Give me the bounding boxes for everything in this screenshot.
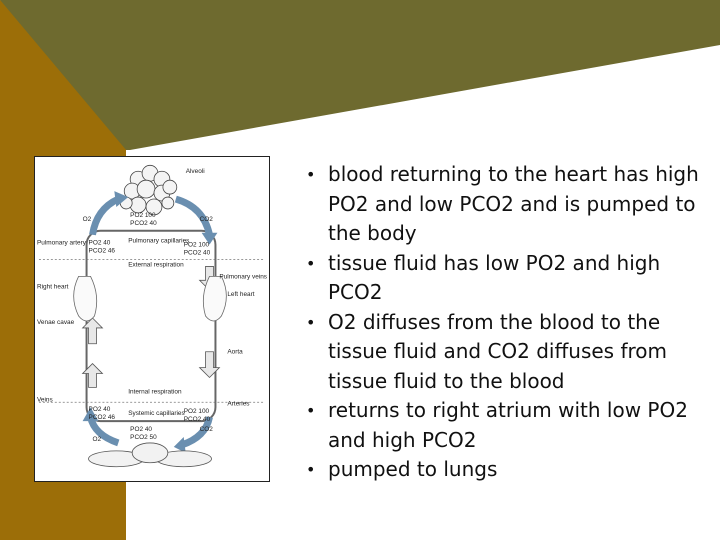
bullet-text: returns to right atrium with low PO2 and… [328, 398, 688, 452]
vein-arrow-icon [81, 363, 104, 388]
label-tis-pco2: PCO2 50 [130, 434, 157, 441]
arrow-from-lungs-icon [174, 195, 213, 236]
label-left-heart: Left heart [227, 291, 254, 298]
respiration-diagram: Alveoli PO2 100 PCO2 40 O2 CO2 Pulmonary… [34, 156, 270, 482]
label-pv-pco2: PCO2 40 [184, 250, 211, 257]
bullet-item: • pumped to lungs [300, 455, 700, 485]
alveoli-icon [119, 164, 178, 216]
bullet-text: tissue fluid has low PO2 and high PCO2 [328, 250, 661, 305]
label-pulmonary-capillaries: Pulmonary capillaries [128, 238, 189, 245]
bullet-list: • blood returning to the heart has high P… [300, 160, 700, 485]
olive-band [0, 0, 720, 150]
label-external-respiration: External respiration [128, 261, 184, 268]
bullet-text: blood returning to the heart has high PO… [328, 162, 699, 245]
label-pulmonary-veins: Pulmonary veins [219, 273, 267, 280]
label-pa-po2: PO2 40 [89, 240, 111, 247]
venae-cavae-arrow-icon [81, 317, 104, 345]
bullet-dot: • [306, 253, 316, 273]
bullet-item: • blood returning to the heart has high P… [300, 160, 700, 249]
label-sa-po2: PO2 100 [184, 408, 210, 415]
label-pa-pco2: PCO2 46 [89, 248, 116, 255]
label-o2-bottom: O2 [93, 436, 102, 443]
arrow-to-tissue-icon [180, 416, 213, 449]
bullet-text: O2 diffuses from the blood to the tissue… [328, 309, 667, 393]
label-o2-top: O2 [83, 216, 92, 223]
bullet-dot: • [306, 312, 316, 332]
label-sa-pco2: PCO2 40 [184, 416, 211, 423]
left-heart-icon [202, 275, 227, 322]
label-tis-po2: PO2 40 [130, 426, 152, 433]
label-co2-bottom: CO2 [200, 426, 214, 433]
label-alv-pco2: PCO2 40 [130, 220, 157, 227]
label-pulmonary-artery: Pulmonary artery [37, 240, 87, 247]
right-heart-icon [73, 275, 98, 322]
bullet-item: • tissue fluid has low PO2 and high PCO2 [300, 249, 700, 308]
label-sv-po2: PO2 40 [89, 406, 111, 413]
tissue-icon [88, 442, 212, 468]
label-systemic-capillaries: Systemic capillaries [128, 410, 185, 417]
label-aorta: Aorta [227, 349, 243, 356]
bullet-item: • returns to right atrium with low PO2 an… [300, 396, 700, 455]
label-venae-cavae: Venae cavae [37, 319, 75, 326]
label-alveoli: Alveoli [186, 168, 205, 175]
aorta-arrow-icon [198, 351, 221, 379]
bullet-dot: • [306, 460, 316, 479]
bullet-dot: • [306, 401, 316, 420]
label-co2-top: CO2 [200, 216, 214, 223]
arrow-to-lungs-icon [89, 195, 120, 236]
label-sv-pco2: PCO2 46 [89, 414, 116, 421]
label-arteries: Arteries [227, 400, 249, 407]
bullet-dot: • [306, 165, 316, 184]
label-pv-po2: PO2 100 [184, 242, 210, 249]
bullet-text: pumped to lungs [328, 457, 498, 481]
label-alv-po2: PO2 100 [130, 212, 156, 219]
label-right-heart: Right heart [37, 283, 69, 290]
label-veins: Veins [37, 396, 53, 403]
bullet-item: • O2 diffuses from the blood to the tissu… [300, 308, 700, 397]
label-internal-respiration: Internal respiration [128, 388, 182, 395]
